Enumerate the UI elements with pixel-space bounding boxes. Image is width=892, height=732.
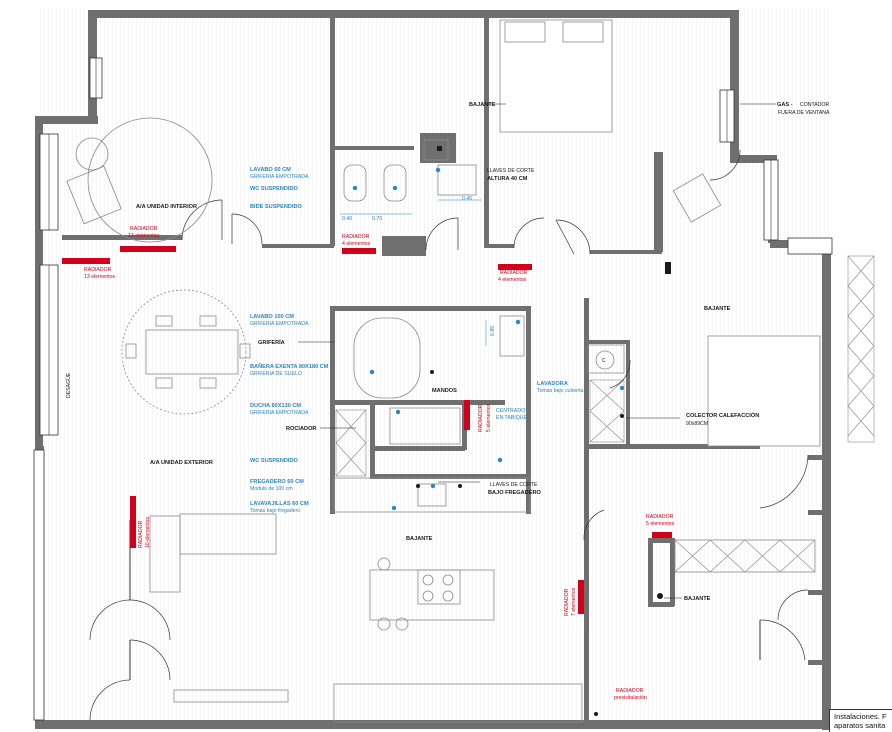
lavavajillas-label: LAVAVAJILLAS 60 CM [250, 501, 309, 507]
lavadora-label: LAVADORA [537, 381, 568, 387]
bajante-label-mid: BAJANTE [704, 306, 731, 312]
altura-40-label: ALTURA 40 CM [487, 176, 528, 182]
rociador-label: ROCIADOR [286, 426, 316, 432]
bajante-label-top: BAJANTE [469, 102, 496, 108]
closets [335, 255, 875, 573]
gas-fuera-label: FUERA DE VENTANA [778, 110, 830, 116]
desague-label: DESAGÜE [65, 372, 72, 398]
radiador-elements-5: 5 elementos [486, 403, 492, 432]
floor-texture [40, 10, 830, 728]
legend-line-1: Instalaciones. F [834, 712, 887, 721]
radiador-label-9: RADIADOR [616, 688, 644, 694]
bajante-label-right: BAJANTE [684, 596, 711, 602]
radiador-elements-6: 10 elementos [145, 516, 151, 548]
tomas-fregadero-label: Tomas bajo fregadero [250, 508, 300, 514]
aa-interior-label: A/A UNIDAD INTERIOR [136, 204, 197, 210]
radiador-elements-3: 4 elementos [342, 241, 371, 247]
mandos-label: MANDOS [432, 388, 457, 394]
legend-box: Instalaciones. F aparatos sanita [829, 709, 892, 732]
lavabo100-label: LAVABO 100 CM [250, 314, 294, 320]
griferia-empotrada-3-label: GRIFERIA EMPOTRADA [250, 410, 309, 416]
radiador-elements-8: 7 elementos [571, 587, 577, 616]
banera-label: BAÑERA EXENTA 80X180 CM [250, 363, 329, 370]
griferia-empotrada-2-label: GRIFERIA EMPOTRADA [250, 321, 309, 327]
centrado-label: CENTRADO [496, 408, 525, 414]
ducha-label: DUCHA 80X130 CM [250, 403, 301, 409]
colector-label: COLECTOR CALEFACCIÓN [686, 411, 759, 419]
radiador-label-7: RADIADOR [646, 514, 674, 520]
bajo-fregadero-label: BAJO FREGADERO [488, 490, 541, 496]
dim-045: 0.45 [462, 196, 472, 202]
griferia-suelo-label: GRIFERIA DE SUELO [250, 371, 302, 377]
radiador-elements-4: 4 elementos [498, 277, 527, 283]
water-points [352, 167, 625, 511]
bajante-label-kitchen: BAJANTE [406, 536, 433, 542]
radiador-label-6: RADIADOR [138, 520, 144, 548]
aa-exterior-label: A/A UNIDAD EXTERIOR [150, 460, 213, 466]
griferia-empotrada-1-label: GRIFERIA EMPOTRADA [250, 174, 309, 180]
radiador-elements-2: 13 elementos [84, 274, 116, 280]
radiador-label-3: RADIADOR [342, 234, 370, 240]
radiators [62, 246, 672, 614]
pipe-points [416, 146, 671, 716]
prevision-label: previsitalación [614, 695, 647, 701]
wc-suspendido-1-label: WC SUSPENDIDO [250, 186, 299, 192]
modulo-label: Modulo de 100 cm [250, 486, 293, 492]
en-tabique-label: EN TABIQUE [496, 415, 527, 421]
legend-line-2: aparatos sanita [834, 721, 886, 730]
llaves-corte-bottom-label: LLAVES DE CORTE [490, 482, 538, 488]
radiador-label-2: RADIADOR [84, 267, 112, 273]
dim-070: 0.70 [372, 216, 382, 222]
bide-suspendido-label: BIDE SUSPENDIDO [250, 204, 303, 210]
radiador-elements-1: 13 elementos [128, 233, 160, 239]
wc-suspendido-2-label: WC SUSPENDIDO [250, 458, 299, 464]
griferia-label: GRIFERÍA [258, 338, 285, 346]
radiador-label-5: RADIADOR [478, 404, 484, 432]
colector-dim-label: 90x89CM [686, 421, 708, 427]
radiador-label-4: RADIADOR [500, 270, 528, 276]
llaves-corte-top-label: LLAVES DE CORTE [487, 168, 535, 174]
gas-contador-label: CONTADOR [800, 102, 830, 108]
tomas-lavadora-label: Tomas bajo cubierta [537, 388, 584, 394]
radiador-label-8: RADIADOR [564, 588, 570, 616]
furniture [66, 19, 821, 723]
fregadero-label: FREGADERO 60 CM [250, 479, 304, 485]
lavabo60-label: LAVABO 60 CM [250, 167, 291, 173]
dim-040: 0.40 [342, 216, 352, 222]
symbol-c: C [602, 358, 606, 364]
radiador-label-1: RADIADOR [130, 226, 158, 232]
radiador-elements-7: 5 elementos [646, 521, 675, 527]
door-swings [89, 149, 809, 721]
dim-085: 0.85 [490, 326, 496, 336]
gas-label: GAS - [777, 102, 793, 108]
